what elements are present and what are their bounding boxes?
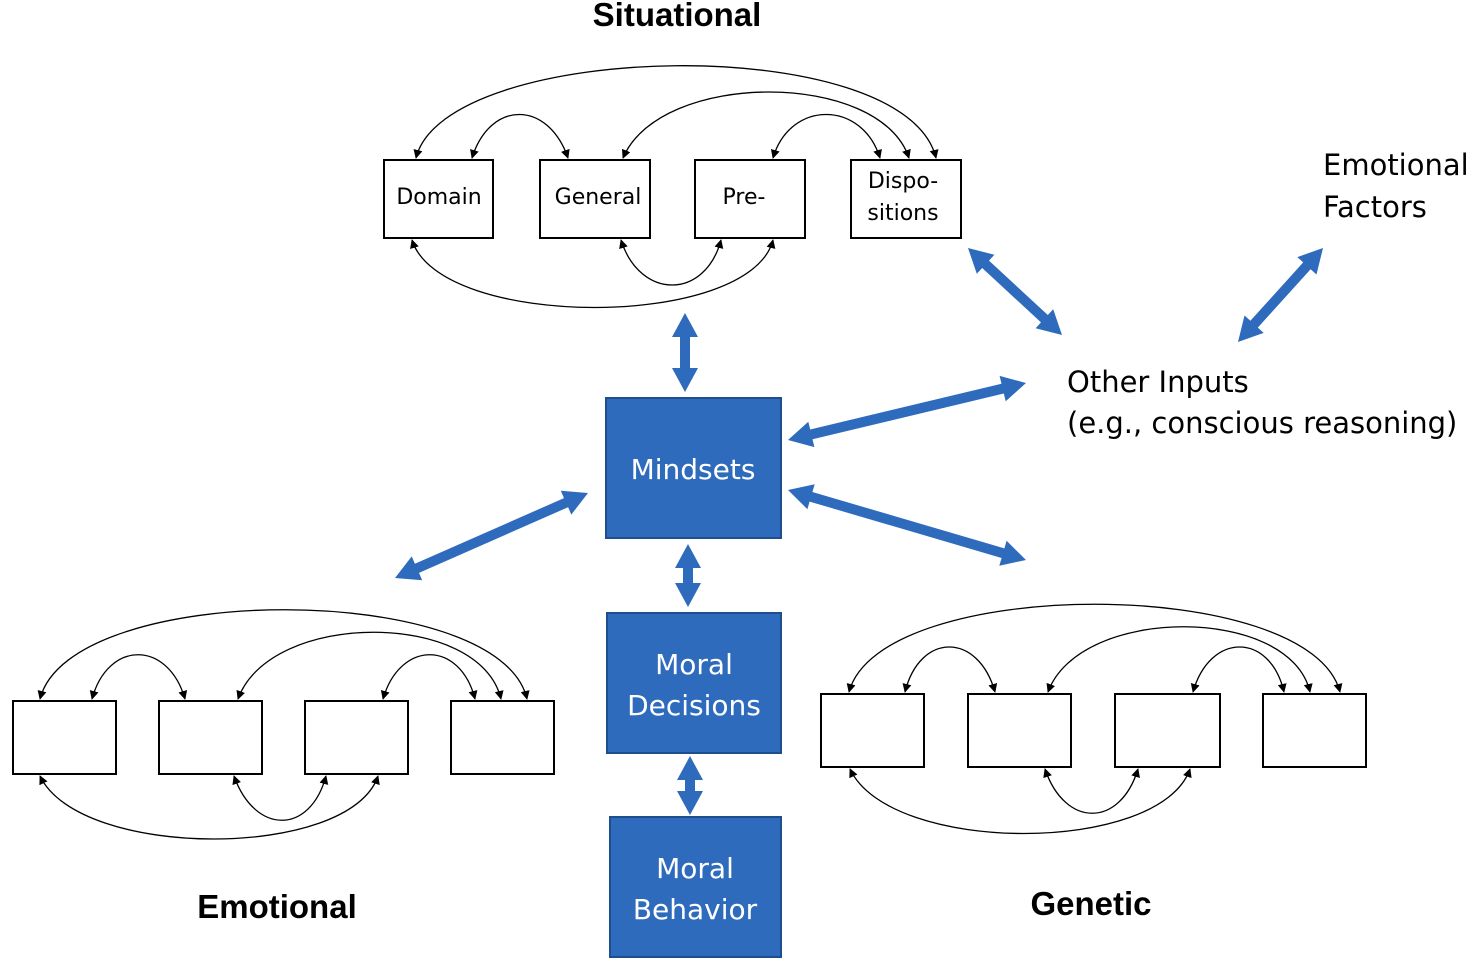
genetic-box-3 [1114,693,1221,768]
connector-arc [470,113,570,159]
pre-box [694,159,806,239]
emotional-factors-line1: Emotional [1323,148,1467,182]
connector-arc [89,654,188,700]
general-box [539,159,651,239]
connector-arc [1046,626,1313,693]
connector-arc [1043,768,1140,814]
dispositions-label-line2: sitions [867,201,938,226]
other-inputs-line1: Other Inputs [1067,365,1249,399]
emotional-box-2 [158,700,263,775]
arrow-situational-mindsets [672,313,698,392]
situational-group: Domain General Pre- Dispo- sitions [383,65,962,309]
connector-arc [846,603,1343,693]
connector-arc [1190,646,1287,693]
emotional-box-1 [12,700,117,775]
connector-arc [619,239,724,286]
arrow-decisions-behavior [677,756,703,815]
moral-decisions-line1: Moral [655,648,733,681]
emotional-box-3 [304,700,409,775]
arrow-otherinputs-emotionalfactors [1238,248,1323,342]
situational-title: Situational [593,0,762,33]
connector-arc [37,609,530,700]
dispositions-box [850,159,962,239]
connector-arc [413,65,939,159]
connector-arc [380,654,478,700]
pre-label: Pre- [723,185,766,210]
moral-behavior-line2: Behavior [633,893,758,926]
arrow-mindsets-emotional [395,490,588,581]
emotional-title: Emotional [197,888,357,925]
general-label: General [555,185,642,210]
genetic-box-2 [967,693,1072,768]
arrow-dispositions-otherinputs [968,248,1062,335]
moral-decisions-box [606,612,782,754]
connector-arc [410,239,776,309]
genetic-box-4 [1262,693,1367,768]
domain-box [383,159,494,239]
mindsets-label: Mindsets [631,453,756,486]
emotional-group [12,609,555,840]
arrow-mindsets-decisions [675,544,701,607]
dispositions-label-line1: Dispo- [868,169,938,194]
connector-arc [849,768,1192,835]
genetic-box-1 [820,693,925,768]
genetic-title: Genetic [1030,885,1151,922]
connector-arc [770,113,882,159]
emotional-factors-line2: Factors [1323,190,1427,224]
connector-arc [39,775,380,840]
arrow-mindsets-genetic [788,484,1026,566]
emotional-box-4 [450,700,555,775]
moral-behavior-line1: Moral [656,852,734,885]
moral-decisions-line2: Decisions [627,689,761,722]
other-inputs-line2: (e.g., conscious reasoning) [1067,406,1457,440]
connector-arc [622,91,911,159]
connector-arc [902,646,998,693]
genetic-group [820,603,1367,835]
moral-behavior-box [609,816,782,958]
connector-arc [236,631,504,700]
domain-label: Domain [396,185,481,210]
mindsets-box [605,397,782,539]
connector-arc [232,775,329,821]
arrow-mindsets-otherinputs [788,375,1026,448]
blue-arrows [395,248,1323,815]
